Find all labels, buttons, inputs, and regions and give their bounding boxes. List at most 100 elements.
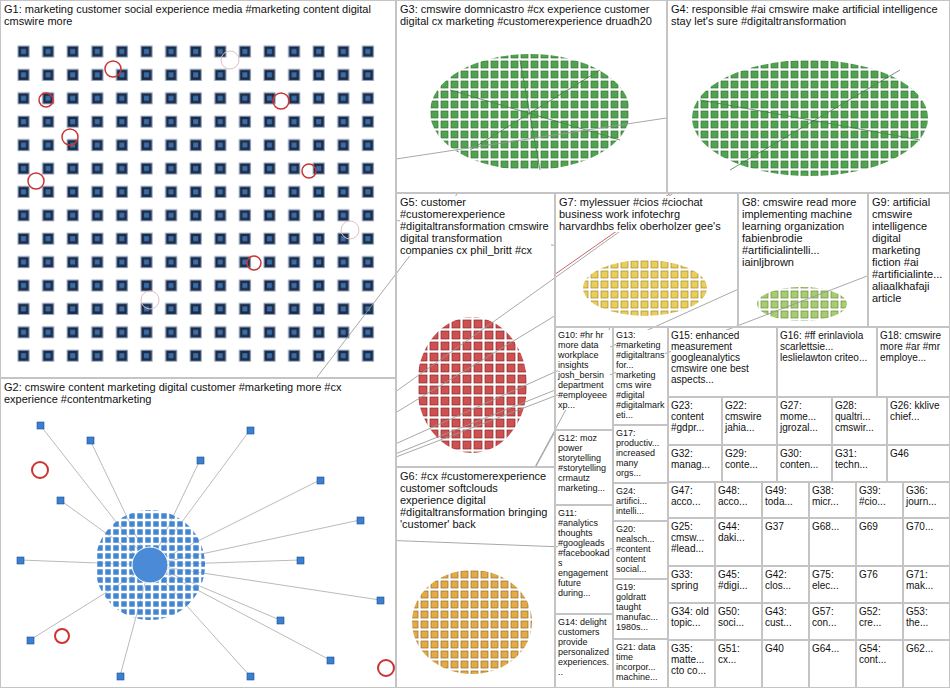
group-box: G9: artificial cmswire intelligence digi… <box>868 193 950 327</box>
group-label: G26: kklive chief... <box>890 400 947 422</box>
group-label: G5: customer #customerexperience #digita… <box>400 196 551 256</box>
g4-cluster <box>692 60 928 176</box>
group-box: G16: #ff erinlaviola scarlettsie... lesl… <box>777 327 877 397</box>
group-label: G42: clos... <box>765 569 806 591</box>
group-label: G53: the... <box>906 606 947 628</box>
group-box: G24: artifici... intelli... <box>613 483 668 521</box>
group-box: G44: daki... <box>715 518 762 566</box>
group-label: G31: techn... <box>835 448 884 470</box>
group-label: G39: #cio... <box>859 485 900 507</box>
group-box: G39: #cio... <box>856 482 903 518</box>
group-label: G29: conte... <box>725 448 774 470</box>
group-box: G2: cmswire content marketing digital cu… <box>0 378 396 688</box>
group-label: G62... <box>906 643 933 654</box>
group-label: G33: spring <box>671 569 712 591</box>
group-label: G57: con... <box>812 606 853 628</box>
group-box: G20: nealsch... #content content social.… <box>613 521 668 579</box>
g3-cluster <box>430 54 630 170</box>
group-box: G57: con... <box>809 603 856 640</box>
group-label: G8: cmswire read more implementing machi… <box>742 196 864 268</box>
group-label: G47: acco... <box>671 485 712 507</box>
g1-vertex-grid <box>12 40 384 370</box>
group-label: G16: #ff erinlaviola scarlettsie... lesl… <box>780 330 874 363</box>
group-label: G71: mak... <box>906 569 947 591</box>
group-label: G30: conten... <box>780 448 829 470</box>
group-label: G24: artifici... intelli... <box>616 486 665 516</box>
group-box: G13: #marketing #digitaltransfor... mark… <box>613 327 668 425</box>
group-label: G2: cmswire content marketing digital cu… <box>4 381 392 405</box>
group-label: G13: #marketing #digitaltransfor... mark… <box>616 330 665 420</box>
group-label: G7: mylessuer #cios #ciochat business wo… <box>559 196 734 232</box>
group-label: G49: toda... <box>765 485 806 507</box>
group-label: G20: nealsch... #content content social.… <box>616 524 665 574</box>
group-box: G75: elec... <box>809 566 856 603</box>
group-box: G21: data time incorpor... machine... <box>613 639 668 688</box>
group-box: G30: conten... <box>777 445 832 482</box>
group-label: G17: productiv... increased many orgs... <box>616 428 665 478</box>
group-label: G22: cmswire jahia... <box>725 400 774 433</box>
group-label: G27: mome... jgrozal... <box>780 400 829 433</box>
group-label: G48: acco... <box>718 485 759 507</box>
group-box: G4: responsible #ai cmswire make artific… <box>667 0 950 193</box>
group-box: G28: qualtri... cmswir... <box>832 397 887 445</box>
group-box: G38: micr... <box>809 482 856 518</box>
group-label: G52: cre... <box>859 606 900 628</box>
group-box: G45: #digi... <box>715 566 762 603</box>
g7-cluster <box>583 260 707 316</box>
group-label: G35: matte... cto co... <box>671 643 712 676</box>
group-box: G53: the... <box>903 603 950 640</box>
group-label: G34: old topic... <box>671 606 712 628</box>
group-box: G3: cmswire domnicastro #cx experience c… <box>396 0 667 193</box>
network-edge <box>536 430 556 467</box>
group-box: G14: delight customers provide personali… <box>555 614 613 688</box>
group-label: G15: enhanced measurement googleanalytic… <box>671 330 774 385</box>
g8-cluster <box>757 287 847 321</box>
group-label: G21: data time incorpor... machine... <box>616 642 665 682</box>
g2-cluster <box>17 422 394 680</box>
group-box: G68... <box>809 518 856 566</box>
group-box: G62... <box>903 640 950 688</box>
group-label: G68... <box>812 521 839 532</box>
group-box: G37 <box>762 518 809 566</box>
group-label: G18: cmswire more #ar #mr employe... <box>880 330 947 363</box>
group-box: G11: #analytics thoughts #googleads #fac… <box>555 505 613 614</box>
group-label: G50: soci... <box>718 606 759 628</box>
group-box: G22: cmswire jahia... <box>722 397 777 445</box>
group-label: G36: journ... <box>906 485 947 507</box>
group-box: G52: cre... <box>856 603 903 640</box>
group-box: G23: content #gdpr... <box>668 397 722 445</box>
group-box: G47: acco... <box>668 482 715 518</box>
group-label: G54: cont... <box>859 643 900 665</box>
group-box: G69 <box>856 518 903 566</box>
group-label: G23: content #gdpr... <box>671 400 719 433</box>
group-label: G25: cmsw... #lead... <box>671 521 712 554</box>
group-label: G44: daki... <box>718 521 759 543</box>
group-label: G75: elec... <box>812 569 853 591</box>
group-box: G54: cont... <box>856 640 903 688</box>
group-box: G15: enhanced measurement googleanalytic… <box>668 327 777 397</box>
group-label: G28: qualtri... cmswir... <box>835 400 884 433</box>
group-box: G43: cust... <box>762 603 809 640</box>
group-label: G10: #hr hr more data workplace insights… <box>558 330 610 410</box>
group-box: G25: cmsw... #lead... <box>668 518 715 566</box>
group-box: G31: techn... <box>832 445 887 482</box>
group-box: G51: cx... <box>715 640 762 688</box>
group-box: G36: journ... <box>903 482 950 518</box>
group-label: G69 <box>859 521 878 532</box>
group-box: G1: marketing customer social experience… <box>0 0 396 378</box>
network-edge <box>396 118 667 159</box>
group-label: G19: goldratt taught manufac... 1980s... <box>616 582 665 632</box>
group-label: G70... <box>906 521 933 532</box>
group-label: G4: responsible #ai cmswire make artific… <box>671 3 946 27</box>
group-label: G1: marketing customer social experience… <box>4 3 392 27</box>
group-box: G12: moz power storytelling #storytellin… <box>555 430 613 505</box>
g6-cluster <box>412 570 532 674</box>
group-box: G33: spring <box>668 566 715 603</box>
group-box: G10: #hr hr more data workplace insights… <box>555 327 613 430</box>
group-box: G32: manag... <box>668 445 722 482</box>
group-box: G19: goldratt taught manufac... 1980s... <box>613 579 668 639</box>
group-box: G48: acco... <box>715 482 762 518</box>
group-label: G46 <box>890 448 909 459</box>
group-box: G29: conte... <box>722 445 777 482</box>
